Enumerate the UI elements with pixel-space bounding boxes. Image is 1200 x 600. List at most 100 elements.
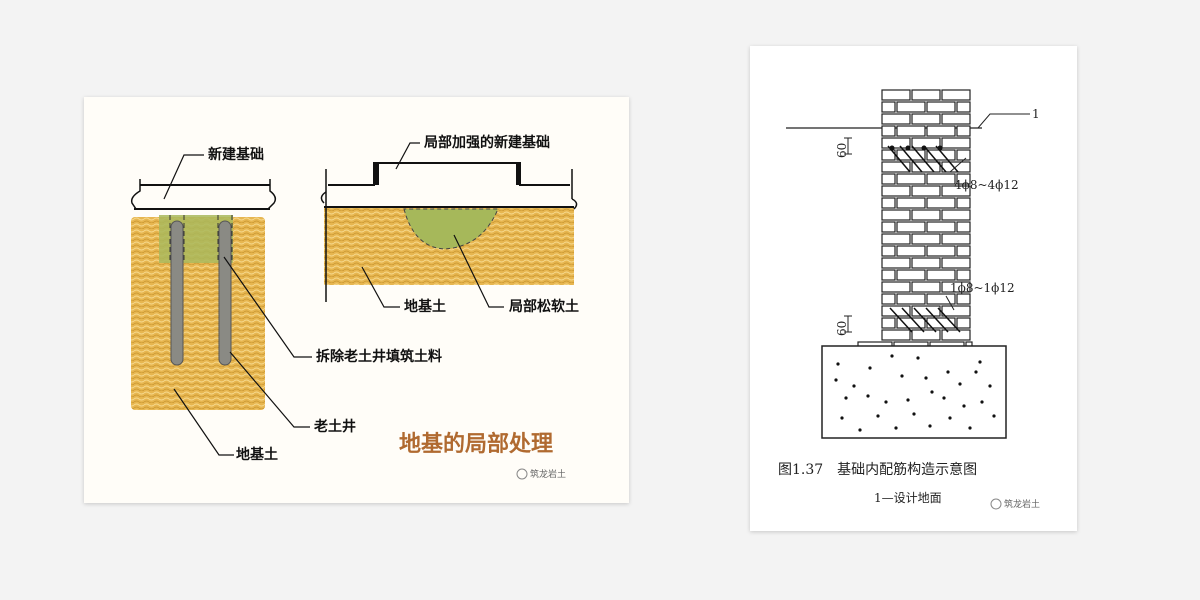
brick (956, 125, 971, 137)
watermark-logo-icon (516, 468, 528, 480)
brick (956, 293, 971, 305)
brick (911, 329, 941, 341)
brick (941, 257, 971, 269)
brick (956, 221, 971, 233)
brick (896, 245, 926, 257)
label-new-foundation: 新建基础 (208, 146, 264, 163)
brick (956, 245, 971, 257)
brick (926, 293, 956, 305)
brick (956, 197, 971, 209)
brick (896, 173, 926, 185)
reinforced-foundation-outline (328, 162, 570, 186)
left-diagram-card: 新建基础 局部加强的新建基础 地基土 局部松软土 拆除老土井填筑土料 老土井 地… (84, 97, 629, 503)
brick (881, 113, 911, 125)
brick (881, 185, 911, 197)
dimension-bottom-label: 60 (835, 321, 849, 336)
concrete-aggregate (834, 354, 996, 432)
right-diagram-card: 1 4ϕ8~4ϕ12 1ϕ8~1ϕ12 (750, 46, 1077, 531)
brick (881, 269, 896, 281)
aggregate-dot (836, 362, 840, 366)
brick (941, 281, 971, 293)
brick (956, 173, 971, 185)
local-foundation-treatment-diagram: 新建基础 局部加强的新建基础 地基土 局部松软土 拆除老土井填筑土料 老土井 地… (130, 134, 579, 480)
reinforce-post-right (516, 163, 521, 185)
rebar-top-label: 4ϕ8~4ϕ12 (954, 178, 1019, 192)
foundation-reinforcement-diagram: 1 4ϕ8~4ϕ12 1ϕ8~1ϕ12 (778, 89, 1040, 510)
concrete-footing (821, 345, 1007, 439)
brick (896, 125, 926, 137)
brick (881, 89, 911, 101)
brick (881, 245, 896, 257)
aggregate-dot (942, 396, 946, 400)
leader-remove-fill (223, 256, 312, 358)
break-mark-left (130, 179, 141, 210)
aggregate-dot (980, 400, 984, 404)
brick (926, 245, 956, 257)
right-subdiagram (320, 142, 578, 308)
leader-old-well (229, 351, 310, 428)
label-local-reinforced-foundation: 局部加强的新建基础 (424, 134, 550, 151)
watermark-right: 筑龙岩土 (1004, 498, 1040, 510)
left-subdiagram (130, 154, 312, 456)
aggregate-dot (894, 426, 898, 430)
old-well-1 (170, 220, 184, 366)
brick (896, 269, 926, 281)
leader-soil-left (173, 388, 234, 456)
aggregate-dot (868, 366, 872, 370)
brick (881, 161, 911, 173)
aggregate-dot (866, 394, 870, 398)
aggregate-dot (912, 412, 916, 416)
brick (941, 209, 971, 221)
brick (911, 89, 941, 101)
brick (956, 149, 971, 161)
aggregate-dot (924, 376, 928, 380)
aggregate-dot (968, 426, 972, 430)
brick (881, 317, 896, 329)
brick (896, 221, 926, 233)
aggregate-dot (840, 416, 844, 420)
brick (926, 221, 956, 233)
brick (881, 233, 911, 245)
aggregate-dot (834, 378, 838, 382)
label-local-soft-soil: 局部松软土 (509, 298, 579, 315)
brick (941, 305, 971, 317)
aggregate-dot (930, 390, 934, 394)
watermark-logo-icon (990, 498, 1002, 510)
figure-caption: 图1.37 基础内配筋构造示意图 (778, 461, 977, 478)
brick (956, 101, 971, 113)
brick (911, 281, 941, 293)
label-foundation-soil-right: 地基土 (404, 298, 446, 315)
aggregate-dot (890, 354, 894, 358)
brick (956, 317, 971, 329)
watermark-left: 筑龙岩土 (530, 468, 566, 480)
break-mark-left-2 (320, 191, 327, 204)
brick (941, 113, 971, 125)
brick (881, 257, 911, 269)
rebar-top-leader (949, 157, 967, 173)
aggregate-dot (988, 384, 992, 388)
brick (941, 137, 971, 149)
brick (881, 101, 896, 113)
leader-new-foundation (163, 154, 204, 200)
brick (926, 173, 956, 185)
leader-1 (977, 113, 1030, 129)
aggregate-dot (974, 370, 978, 374)
brick (896, 293, 926, 305)
brick (881, 197, 896, 209)
label-remove-well-fill: 拆除老土井填筑土料 (316, 348, 442, 365)
brick (926, 269, 956, 281)
dimension-top (844, 137, 852, 155)
brick (881, 293, 896, 305)
aggregate-dot (992, 414, 996, 418)
leader-local-reinforced (395, 142, 420, 170)
rebar-bottom (889, 307, 961, 333)
rebar-top (887, 145, 959, 173)
brick (941, 185, 971, 197)
old-well-2 (218, 220, 232, 366)
figure-legend: 1—设计地面 (874, 491, 942, 505)
aggregate-dot (906, 398, 910, 402)
brick (881, 137, 911, 149)
rebar-bottom-label: 1ϕ8~1ϕ12 (950, 281, 1015, 295)
local-soft-soil-area (403, 208, 499, 250)
aggregate-dot (884, 400, 888, 404)
